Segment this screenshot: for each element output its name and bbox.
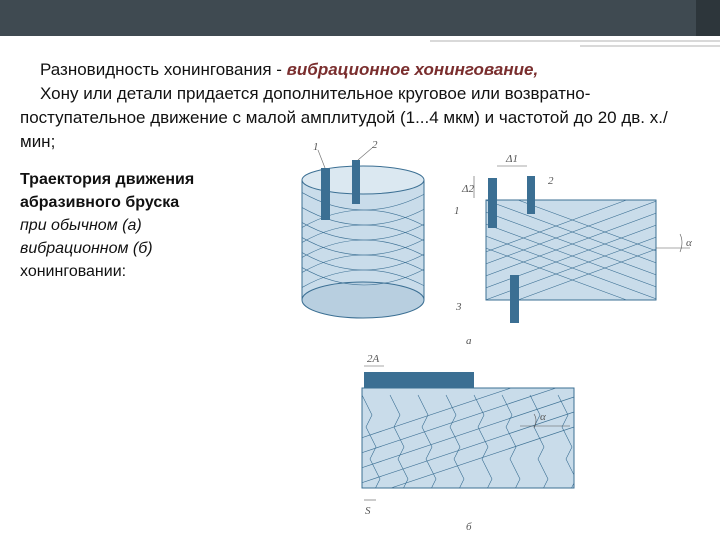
label-delta2: Δ2 — [461, 183, 474, 195]
figure-caption: Траектория движения абразивного бруска п… — [20, 168, 250, 283]
cylinder-diagram: 1 2 — [301, 139, 425, 319]
label-2-dev: 2 — [548, 175, 554, 187]
decor-line-2 — [580, 45, 720, 47]
vibration-hatching — [362, 388, 574, 488]
bar-3-dev — [510, 275, 519, 323]
slide-text: Разновидность хонингования - вибрационно… — [20, 58, 700, 154]
bar-2-dev — [527, 176, 535, 214]
decor-line-1 — [430, 40, 720, 42]
caption-bold: Траектория движения абразивного бруска — [20, 171, 195, 211]
label-2-cyl: 2 — [372, 139, 378, 151]
label-alpha-b: α — [540, 411, 546, 423]
cylinder-top — [301, 165, 425, 195]
development-diagram: Δ1 Δ2 2 1 α 3 а — [454, 153, 692, 347]
paragraph-2: Хону или детали придается дополнительное… — [20, 84, 668, 151]
vibration-bar — [364, 372, 474, 388]
para1-highlight: вибрационное хонингование, — [286, 60, 539, 79]
vibration-rect — [361, 387, 575, 489]
cylinder-bottom — [301, 281, 425, 319]
label-3-dev: 3 — [455, 301, 462, 313]
label-a: а — [466, 335, 472, 347]
caption-normal: хонинговании: — [20, 263, 127, 280]
label-alpha-a: α — [686, 237, 692, 249]
label-S: S — [365, 505, 371, 517]
label-b: б — [466, 521, 472, 533]
cylinder-hatching — [302, 192, 424, 288]
bar-1-dev — [488, 178, 497, 228]
paragraph-1: Разновидность хонингования - вибрационно… — [20, 58, 700, 82]
bar-1-cylinder — [321, 168, 330, 220]
caption-italic: при обычном (а) вибрационном (б) — [20, 217, 153, 257]
label-1-dev: 1 — [454, 205, 460, 217]
vibration-diagram: 2A α S б — [361, 353, 575, 533]
label-delta1: Δ1 — [505, 153, 518, 165]
bar-2-cylinder — [352, 160, 360, 204]
label-1-cyl: 1 — [313, 141, 319, 153]
label-2A: 2A — [367, 353, 380, 365]
para1-prefix: Разновидность хонингования - — [40, 60, 287, 79]
top-bar-accent — [696, 0, 720, 36]
top-bar — [0, 0, 720, 36]
